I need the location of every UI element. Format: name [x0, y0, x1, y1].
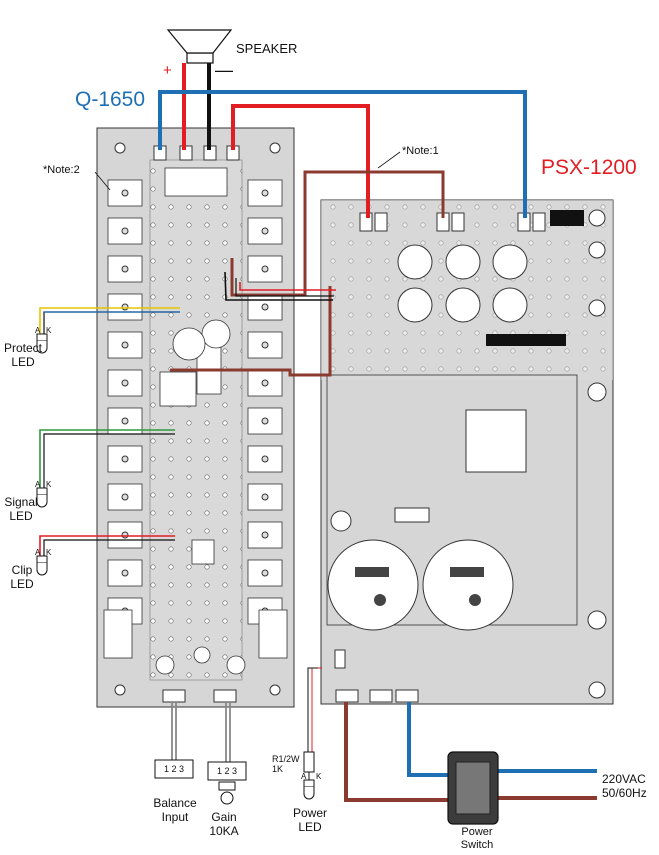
protect-led-k: K — [46, 326, 52, 335]
power-switch-icon — [447, 751, 499, 825]
transistor-mount-hole — [261, 455, 269, 463]
transistor-mount-hole — [261, 493, 269, 501]
signal-led-wire-a — [39, 429, 175, 488]
protect-led-icon — [36, 333, 48, 354]
power-led-label: Power LED — [292, 806, 327, 834]
output-transistor — [107, 369, 143, 397]
transistor-mount-hole — [121, 493, 129, 501]
transistor-mount-hole — [121, 189, 129, 197]
transistor-mount-hole — [121, 455, 129, 463]
signal-wire-black — [224, 271, 333, 301]
signal-wire-red — [239, 282, 336, 291]
signal-led-k: K — [46, 480, 52, 489]
q1650-board — [96, 127, 295, 708]
transistor-mount-hole — [261, 417, 269, 425]
output-transistors-left — [107, 179, 143, 625]
transistor-mount-hole — [261, 341, 269, 349]
protect-led-a: A — [35, 326, 41, 335]
speaker-plus-label: + — [163, 62, 172, 79]
brown-ground-wire-lower — [170, 286, 332, 377]
protect-led-label: Protect LED — [3, 341, 42, 369]
transistor-mount-hole — [121, 379, 129, 387]
output-transistor — [247, 179, 283, 207]
transistor-mount-hole — [121, 303, 129, 311]
clip-led-a: A — [35, 548, 41, 557]
transistor-mount-hole — [261, 379, 269, 387]
power-switch-label: Power Switch — [460, 826, 494, 851]
power-led-resistor — [303, 751, 315, 773]
gain-pot-cable — [225, 702, 231, 762]
red-rail-wire — [231, 104, 370, 218]
clip-led-icon — [36, 555, 48, 576]
transistor-mount-hole — [121, 569, 129, 577]
gain-label: Gain 10KA — [209, 810, 239, 838]
balance-connector-pins: 1 2 3 — [163, 764, 185, 774]
transistor-mount-hole — [121, 227, 129, 235]
transistor-mount-hole — [121, 531, 129, 539]
signal-led-label: Signal LED — [4, 495, 38, 523]
transistor-mount-hole — [261, 265, 269, 273]
psx-ac-input-terminal — [335, 689, 419, 703]
brown-ground-wire — [230, 170, 445, 297]
power-led-k: K — [316, 772, 322, 781]
signal-led-a: A — [35, 480, 41, 489]
gain-pot-connector — [207, 761, 247, 781]
signal-led-icon — [36, 487, 48, 508]
output-transistor — [107, 293, 143, 321]
blue-rail-wire — [158, 90, 527, 218]
power-led-wire-black — [307, 667, 318, 752]
psx1200-title: PSX-1200 — [541, 156, 637, 179]
balance-input-cable — [171, 702, 177, 760]
speaker-icon — [166, 29, 233, 64]
ac-input-label: 220VAC 50/60Hz — [602, 772, 647, 800]
output-transistors-right — [247, 179, 283, 625]
note2-label: *Note:2 — [43, 164, 80, 176]
transistor-mount-hole — [121, 417, 129, 425]
balance-input-label: Balance Input — [153, 796, 197, 824]
clip-led-wire-a — [39, 535, 175, 556]
transistor-mount-hole — [261, 189, 269, 197]
clip-led-k: K — [46, 548, 52, 557]
transistor-mount-hole — [261, 531, 269, 539]
balance-input-connector — [154, 759, 194, 779]
gain-potentiometer-icon — [218, 781, 236, 805]
ac-mains-live-wire — [344, 702, 456, 802]
transistor-mount-hole — [261, 569, 269, 577]
clip-led-wire-k — [43, 539, 175, 556]
transistor-mount-hole — [121, 341, 129, 349]
psx1200-board — [320, 199, 614, 705]
signal-wire-black-2 — [235, 278, 334, 297]
power-led-icon — [303, 779, 315, 800]
signal-led-wire-k — [43, 433, 175, 488]
clip-led-label: Clip LED — [10, 563, 34, 591]
ac-mains-neutral-wire — [407, 702, 456, 777]
note1-label: *Note:1 — [402, 145, 439, 157]
q1650-title: Q-1650 — [75, 88, 146, 111]
psx-dc-output-terminals — [359, 212, 546, 232]
transistor-mount-hole — [261, 227, 269, 235]
transistor-mount-hole — [121, 265, 129, 273]
speaker-label: SPEAKER — [236, 41, 298, 56]
power-led-a: A — [301, 772, 307, 781]
gain-connector-pins: 1 2 3 — [216, 766, 238, 776]
speaker-minus-label: — — [215, 60, 233, 80]
q1650-output-terminals — [153, 145, 240, 161]
protect-led-wire-a — [39, 307, 180, 334]
power-led-resistor-label: R1/2W 1K — [272, 754, 300, 774]
transistor-mount-hole — [261, 303, 269, 311]
